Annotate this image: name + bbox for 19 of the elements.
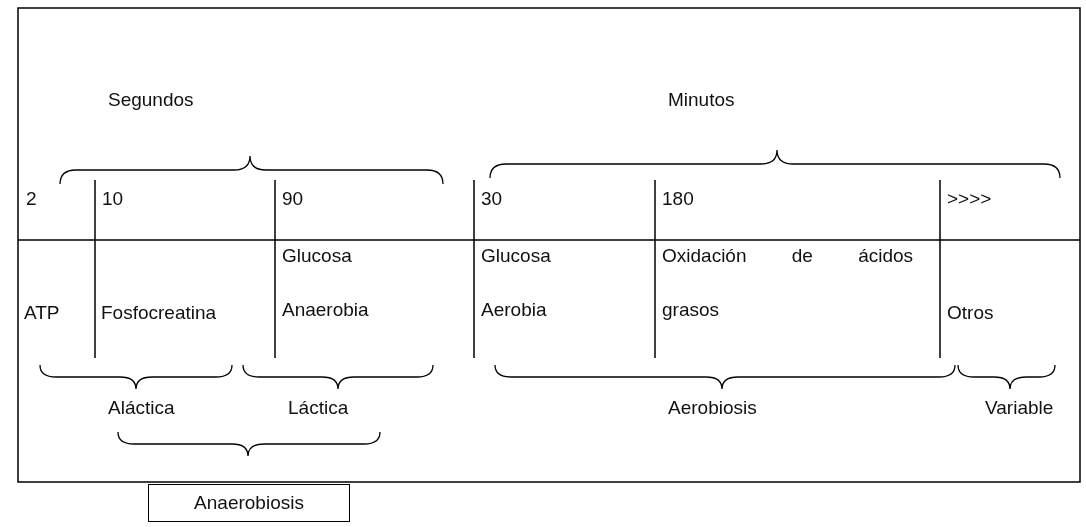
duration-value: 2 xyxy=(26,188,37,210)
energy-source-label: Glucosa Anaerobia xyxy=(282,244,370,322)
category-label: Variable xyxy=(985,397,1054,419)
category-label: Láctica xyxy=(288,397,349,419)
energy-source-label: Glucosa Aerobia xyxy=(481,244,552,322)
energy-source-label: Oxidación de ácidos grasos xyxy=(662,244,915,322)
duration-value: 90 xyxy=(282,188,304,210)
duration-value: 10 xyxy=(102,188,124,210)
energy-source-label: Otros xyxy=(947,302,994,324)
duration-value: 180 xyxy=(662,188,694,210)
duration-value: 30 xyxy=(481,188,503,210)
category-label: Aláctica xyxy=(108,397,175,419)
category-label: Aerobiosis xyxy=(668,397,757,419)
energy-source-label: ATP xyxy=(24,302,60,324)
duration-value: >>>> xyxy=(947,188,992,210)
label-box: Anaerobiosis xyxy=(148,484,350,522)
time-scale-label: Segundos xyxy=(108,89,194,111)
time-scale-label: Minutos xyxy=(668,89,735,111)
energy-source-label: Fosfocreatina xyxy=(101,302,217,324)
